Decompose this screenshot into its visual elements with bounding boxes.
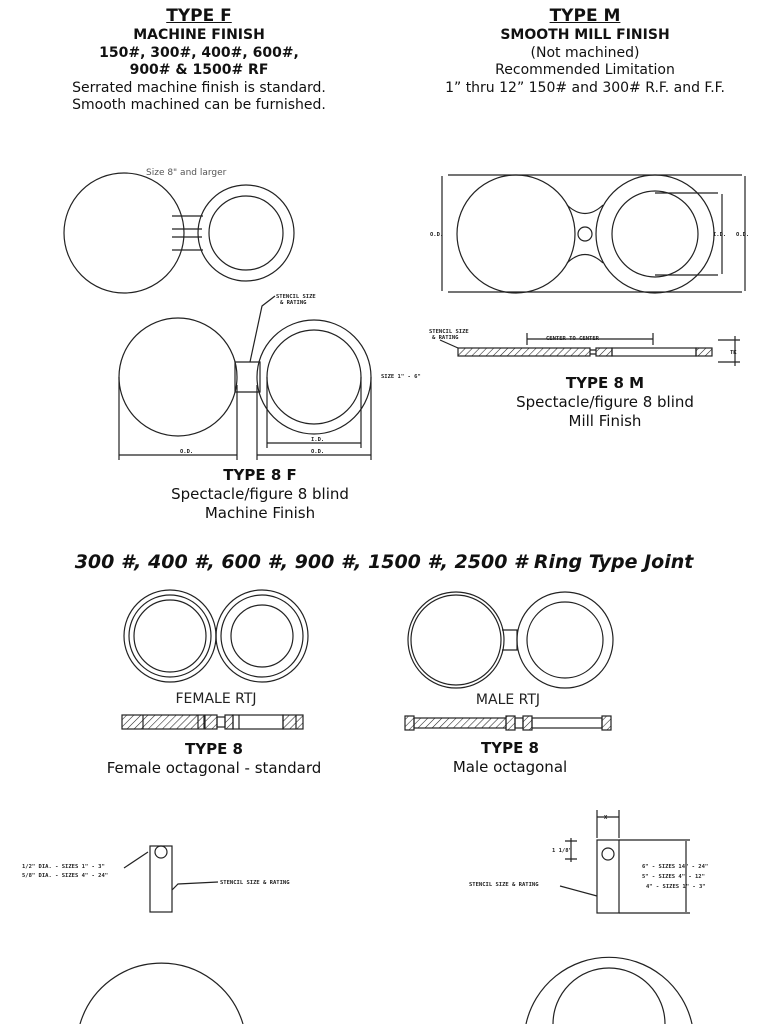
type-f-header: TYPE F MACHINE FINISH 150#, 300#, 400#, … <box>40 6 358 115</box>
male-rtj-spectacle <box>407 591 614 689</box>
type-f-ratings-1: 150#, 300#, 400#, 600#, <box>99 44 299 61</box>
paddle-blank-drawing <box>79 845 244 1024</box>
type-8f-spectacle <box>118 295 372 460</box>
male-rtj-profile <box>404 715 612 731</box>
stencil-label-f-2: & RATING <box>280 300 307 306</box>
female-rtj-profile <box>121 714 304 730</box>
male-line1: Male octagonal <box>452 757 568 776</box>
female-rtj-label: FEMALE RTJ <box>175 691 256 707</box>
type-8m-line1: Spectacle/figure 8 blind <box>516 392 694 411</box>
od-label-m-right: O.D. <box>736 232 749 238</box>
type-f-spectacle-large <box>63 172 295 294</box>
rtj-heading: 300 #, 400 #, 600 #, 900 #, 1500 #, 2500… <box>74 551 694 573</box>
type-f-title: TYPE F <box>166 6 232 26</box>
type-f-note-2: Smooth machined can be furnished. <box>72 97 326 114</box>
male-caption: TYPE 8 Male octagonal <box>400 739 620 777</box>
paddle-spacer-drawing <box>525 810 693 1024</box>
x-note-2: 5" - SIZES 4" - 12" <box>642 874 705 880</box>
type-8f-caption: TYPE 8 F Spectacle/figure 8 blind Machin… <box>130 466 390 522</box>
od-label-f-right: O.D. <box>311 449 324 455</box>
type-8f-line2: Machine Finish <box>204 503 316 522</box>
id-label-m: I.D. <box>713 232 726 238</box>
dim-1-1-8: 1 1/8" <box>552 848 572 854</box>
type-8m-title: TYPE 8 M <box>565 374 645 392</box>
tk-label: TK <box>730 350 737 356</box>
type-m-note-1: (Not machined) <box>530 44 640 61</box>
type-f-ratings-2: 900# & 1500# RF <box>129 62 269 79</box>
type-8m-profile <box>439 333 740 366</box>
od-label-m: O.D. <box>430 232 443 238</box>
stencil-label-m-2: & RATING <box>432 335 459 341</box>
female-caption: TYPE 8 Female octagonal - standard <box>84 740 344 778</box>
hole-note-2: 5/8" DIA. - SIZES 4" - 24" <box>22 873 108 879</box>
type-m-title: TYPE M <box>549 6 621 26</box>
hole-note-1: 1/2" DIA. - SIZES 1" - 3" <box>22 864 105 870</box>
stencil-label-f: STENCIL SIZE <box>276 294 316 300</box>
type-f-note-1: Serrated machine finish is standard. <box>72 79 326 96</box>
female-rtj-spectacle <box>123 589 309 683</box>
x-note-3: 4" - SIZES 1" - 3" <box>646 884 706 890</box>
x-note-1: 6" - SIZES 14" - 24" <box>642 864 708 870</box>
type-m-header: TYPE M SMOOTH MILL FINISH (Not machined)… <box>420 6 750 97</box>
type-m-subtitle: SMOOTH MILL FINISH <box>500 27 670 44</box>
type-m-spectacle <box>441 174 746 294</box>
type-f-subtitle: MACHINE FINISH <box>133 27 265 44</box>
male-title: TYPE 8 <box>481 739 539 757</box>
type-8m-line2: Mill Finish <box>568 411 642 430</box>
female-line1: Female octagonal - standard <box>106 758 322 777</box>
type-8f-title: TYPE 8 F <box>223 466 297 484</box>
type-m-note-2: Recommended Limitation <box>495 62 675 79</box>
male-rtj-label: MALE RTJ <box>476 692 540 708</box>
x-dim-label: X <box>604 815 608 821</box>
id-label-f: I.D. <box>311 437 324 443</box>
od-label-f-left: O.D. <box>180 449 193 455</box>
female-title: TYPE 8 <box>185 740 243 758</box>
stencil-label-m: STENCIL SIZE <box>429 329 469 335</box>
type-m-note-3: 1” thru 12” 150# and 300# R.F. and F.F. <box>445 79 725 96</box>
stencil-rating-right: STENCIL SIZE & RATING <box>469 882 539 888</box>
size-note: Size 8" and larger <box>146 168 227 178</box>
type-8f-line1: Spectacle/figure 8 blind <box>171 484 349 503</box>
stencil-rating-left: STENCIL SIZE & RATING <box>220 880 290 886</box>
size-range-label: SIZE 1" - 6" <box>381 374 421 380</box>
type-8m-caption: TYPE 8 M Spectacle/figure 8 blind Mill F… <box>470 374 740 430</box>
center-to-center-label: CENTER TO CENTER <box>546 336 600 342</box>
